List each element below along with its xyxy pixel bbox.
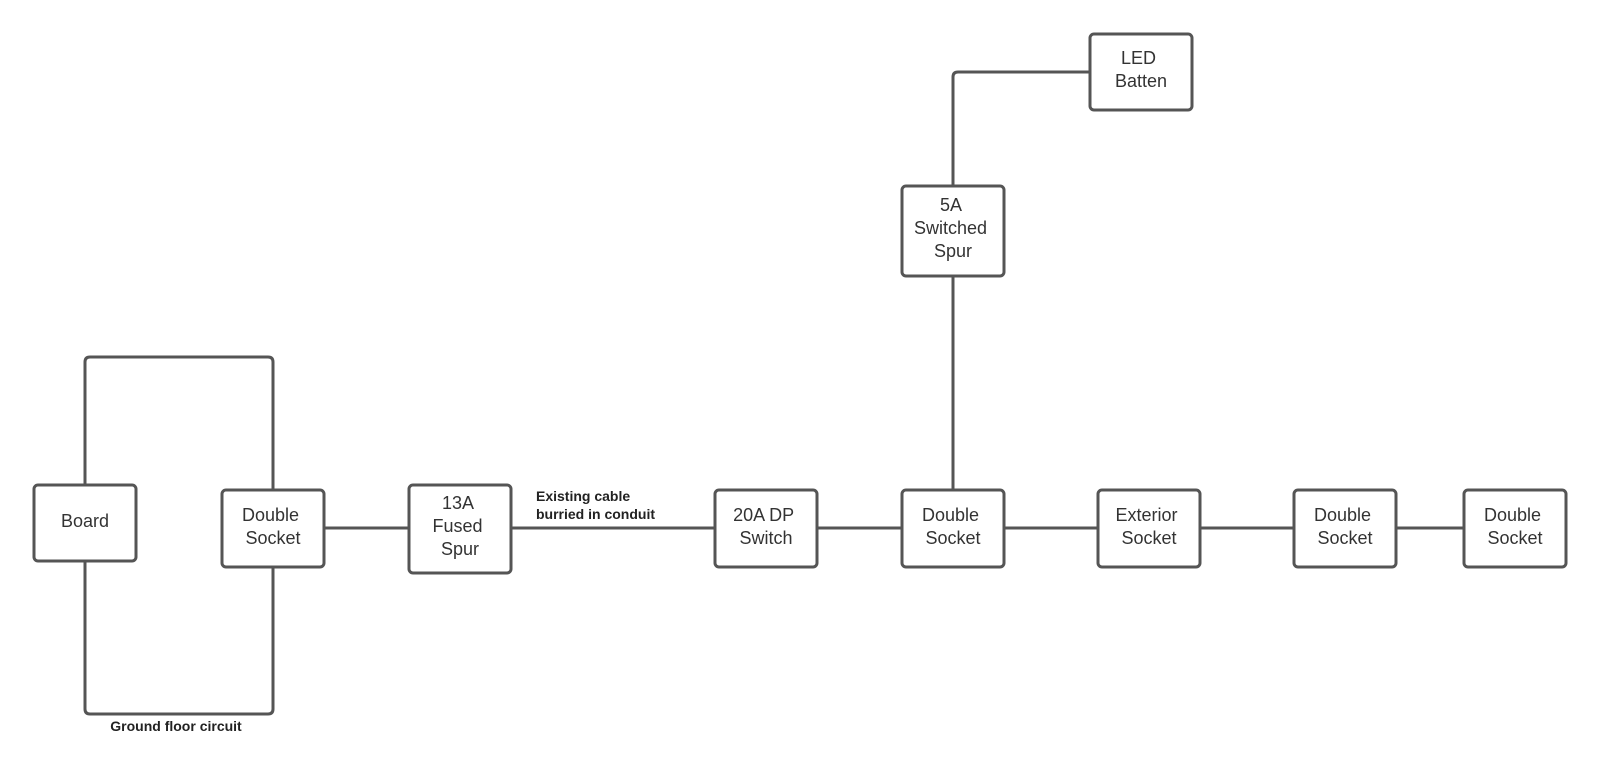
board-label: Board	[61, 511, 109, 531]
label-line: Batten	[1115, 71, 1167, 91]
label-line: Board	[61, 511, 109, 531]
label-line: 13A	[442, 493, 474, 513]
dp-switch-label: 20A DP Switch	[733, 505, 799, 548]
double-socket-2-label: Double Socket	[922, 505, 984, 548]
label-line: LED	[1121, 48, 1156, 68]
double-socket-1-node: Double Socket	[220, 488, 326, 569]
exterior-socket-node: Exterior Socket	[1096, 488, 1202, 569]
label-line: Double	[922, 505, 979, 525]
label-line: Double	[242, 505, 299, 525]
label-line: Fused	[432, 516, 482, 536]
note-line: burried in conduit	[536, 506, 655, 522]
label-line: Switched	[914, 218, 987, 238]
wires	[83, 70, 1466, 716]
label-line: Socket	[1317, 528, 1372, 548]
existing-cable-note: Existing cable burried in conduit	[536, 488, 655, 522]
led-batten-node: LED Batten	[1088, 32, 1194, 112]
double-socket-4-node: Double Socket	[1462, 488, 1568, 569]
label-line: Double	[1314, 505, 1371, 525]
double-socket-3-node: Double Socket	[1292, 488, 1398, 569]
label-line: 5A	[940, 195, 962, 215]
board-node: Board	[32, 483, 138, 563]
label-line: Double	[1484, 505, 1541, 525]
label-line: 20A DP	[733, 505, 794, 525]
fused-spur-label: 13A Fused Spur	[432, 493, 487, 559]
double-socket-1-label: Double Socket	[242, 505, 304, 548]
double-socket-4-label: Double Socket	[1484, 505, 1546, 548]
label-line: Socket	[1487, 528, 1542, 548]
led-batten-label: LED Batten	[1115, 48, 1167, 91]
double-socket-2-node: Double Socket	[900, 488, 1006, 569]
label-line: Spur	[934, 241, 972, 261]
exterior-socket-label: Exterior Socket	[1115, 505, 1182, 548]
double-socket-3-label: Double Socket	[1314, 505, 1376, 548]
wire-switched-spur-to-led	[951, 70, 1092, 188]
dp-switch-node: 20A DP Switch	[713, 488, 819, 569]
label-line: Spur	[441, 539, 479, 559]
ring-top-wire	[83, 355, 275, 492]
switched-spur-node: 5A Switched Spur	[900, 184, 1006, 278]
label-line: Socket	[925, 528, 980, 548]
ground-floor-circuit-caption: Ground floor circuit	[110, 718, 242, 734]
ring-bottom-wire	[83, 559, 275, 716]
label-line: Switch	[739, 528, 792, 548]
label-line: Socket	[245, 528, 300, 548]
switched-spur-label: 5A Switched Spur	[914, 195, 992, 261]
label-line: Exterior	[1115, 505, 1177, 525]
fused-spur-node: 13A Fused Spur	[407, 483, 513, 575]
label-line: Socket	[1121, 528, 1176, 548]
note-line: Existing cable	[536, 488, 630, 504]
